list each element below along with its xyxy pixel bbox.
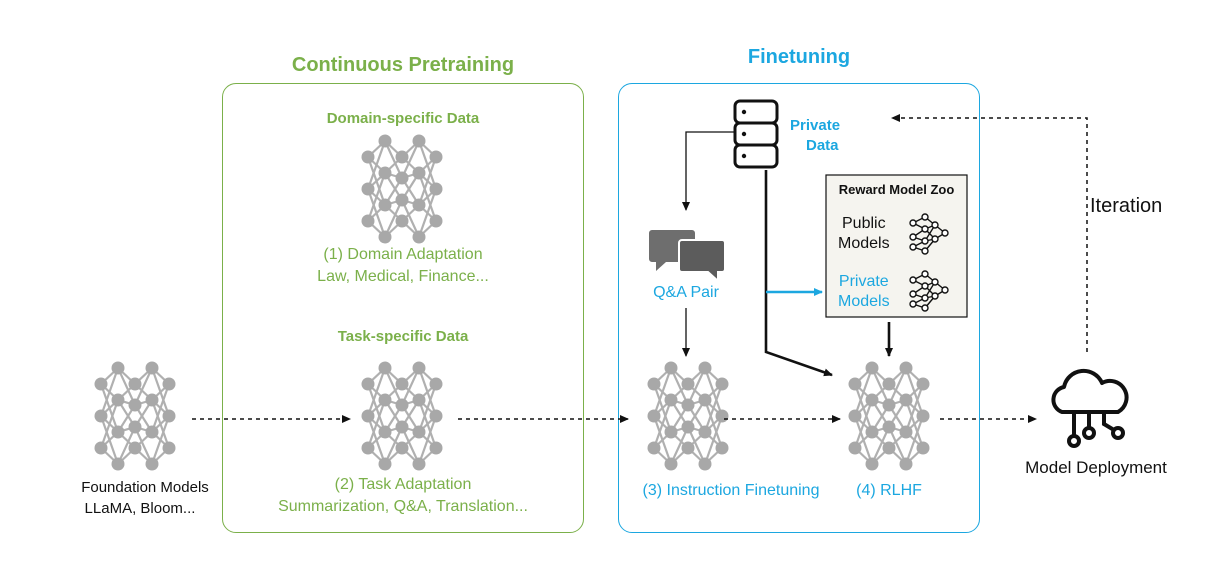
database-icon (733, 99, 779, 169)
task-data-heading: Task-specific Data (337, 328, 469, 345)
continuous-pretraining-box (222, 83, 584, 533)
continuous-pretraining-title: Continuous Pretraining (291, 54, 515, 76)
task-adaptation-network-icon (360, 360, 444, 472)
model-deployment-label: Model Deployment (1025, 458, 1167, 477)
cloud-deployment-icon (1051, 368, 1129, 448)
private-models-line2: Models (838, 293, 890, 310)
public-models-line2: Models (838, 235, 890, 252)
private-data-label: Private Data (790, 116, 840, 156)
foundation-model-network-icon (93, 360, 177, 472)
private-data-line2: Data (806, 137, 839, 154)
domain-examples-label: Law, Medical, Finance... (317, 268, 489, 285)
public-models-label: Public Models (838, 214, 890, 254)
public-models-line1: Public (842, 215, 886, 232)
task-examples-label: Summarization, Q&A, Translation... (278, 498, 528, 515)
foundation-models-examples: LLaMA, Bloom... (84, 500, 196, 517)
domain-adaptation-label: (1) Domain Adaptation (323, 246, 483, 263)
reward-model-zoo-box (825, 174, 968, 318)
domain-adaptation-network-icon (360, 133, 444, 245)
private-models-line1: Private (838, 273, 889, 290)
chat-bubbles-icon (649, 230, 726, 284)
rlhf-label: (4) RLHF (856, 482, 922, 499)
finetuning-title: Finetuning (747, 46, 851, 68)
domain-data-heading: Domain-specific Data (326, 110, 480, 127)
reward-model-zoo-title: Reward Model Zoo (838, 182, 955, 197)
instruction-finetuning-network-icon (646, 360, 730, 472)
qa-pair-label: Q&A Pair (653, 284, 719, 301)
instruction-finetuning-label: (3) Instruction Finetuning (642, 482, 820, 499)
finetuning-box (618, 83, 980, 533)
private-data-line1: Private (790, 117, 841, 134)
task-adaptation-label: (2) Task Adaptation (334, 476, 472, 493)
iteration-label: Iteration (1090, 195, 1163, 217)
rlhf-network-icon (847, 360, 931, 472)
private-models-label: Private Models (838, 272, 890, 312)
foundation-models-label: Foundation Models (81, 479, 209, 496)
